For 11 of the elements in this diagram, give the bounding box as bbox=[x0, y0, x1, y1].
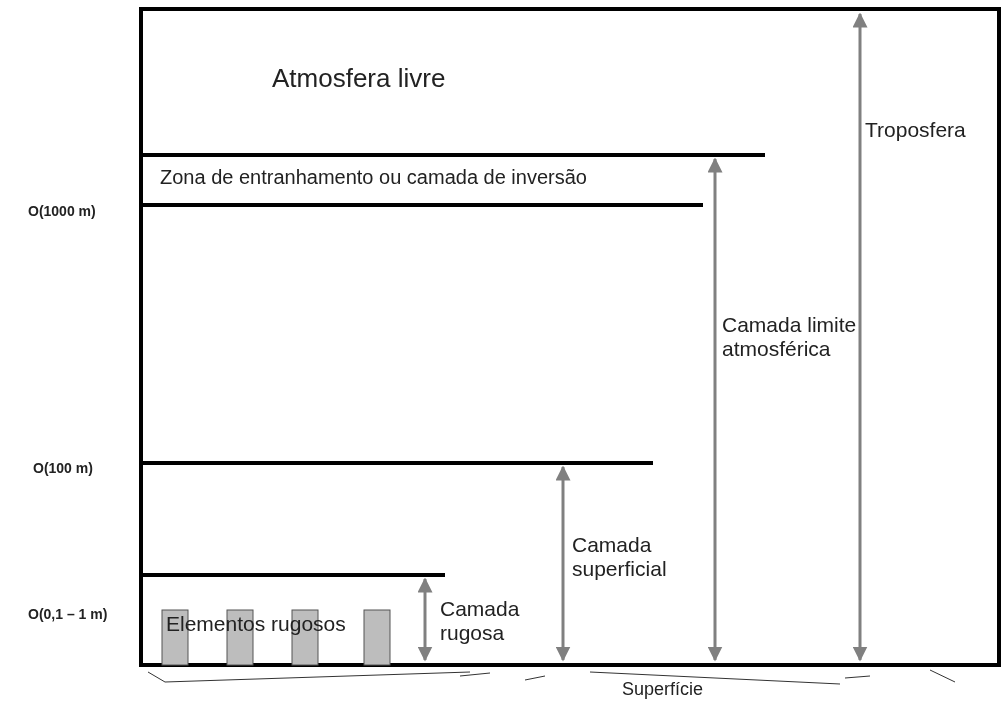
region-label: Zona de entranhamento ou camada de inversão bbox=[160, 166, 587, 189]
region-label: Atmosfera livre bbox=[272, 64, 446, 94]
height-label: O(1000 m) bbox=[28, 203, 96, 220]
layer-label: Camada limite atmosférica bbox=[722, 313, 857, 362]
height-label: O(0,1 – 1 m) bbox=[28, 606, 108, 623]
element-label: Elementos rugosos bbox=[166, 612, 346, 637]
height-label: O(100 m) bbox=[33, 460, 93, 477]
surface-label: Superfície bbox=[622, 679, 704, 700]
layer-label: Camada superficial bbox=[572, 533, 668, 582]
layer-label: Camada rugosa bbox=[440, 597, 521, 646]
layer-label: Troposfera bbox=[865, 118, 966, 143]
